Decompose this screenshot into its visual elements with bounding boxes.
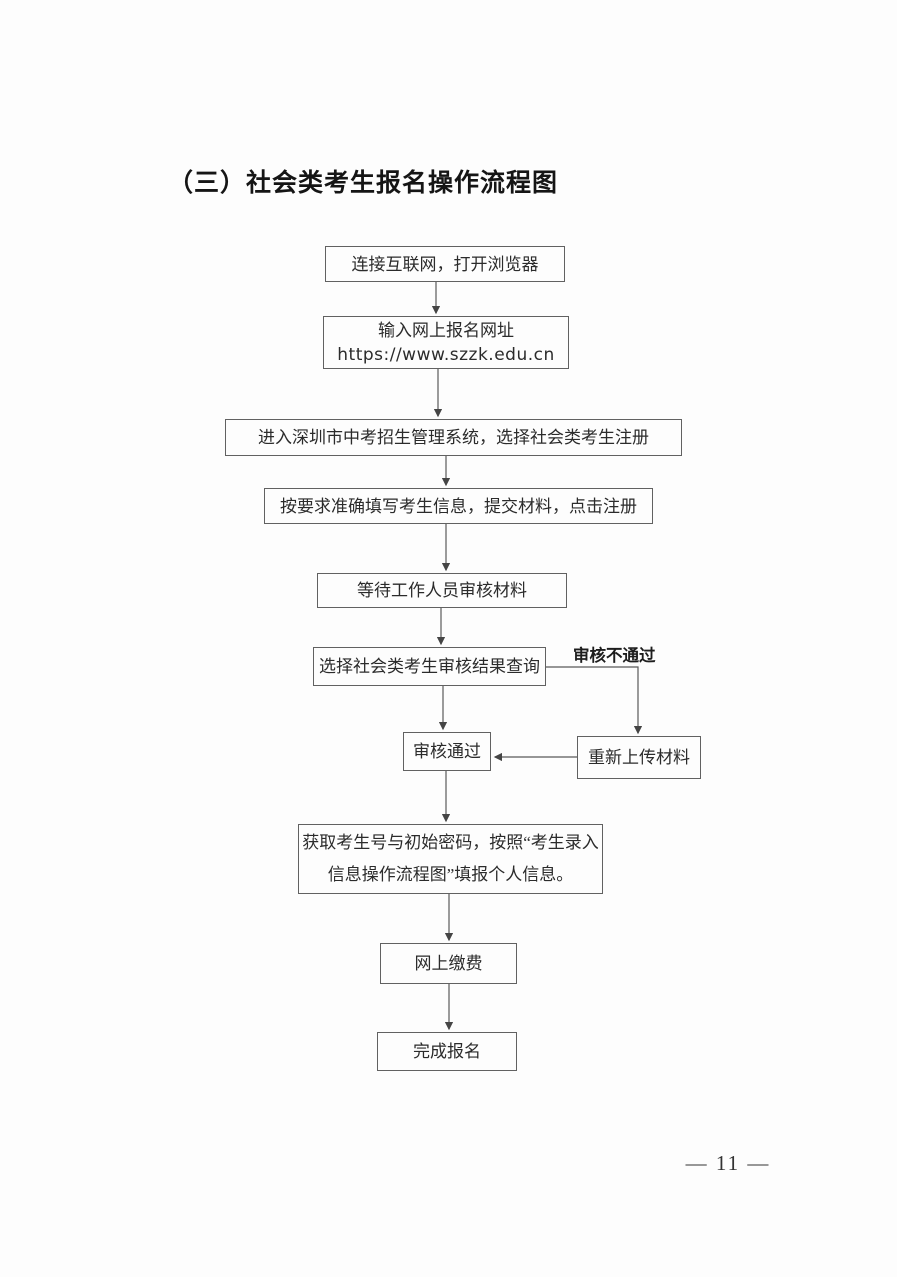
page-title: （三）社会类考生报名操作流程图	[168, 170, 559, 197]
node-line: 获取考生号与初始密码，按照“考生录入	[302, 833, 599, 852]
node-line: 等待工作人员审核材料	[357, 581, 527, 600]
node-line: 信息操作流程图”填报个人信息。	[327, 865, 574, 884]
node-line: 选择社会类考生审核结果查询	[319, 657, 540, 676]
node-line: 连接互联网，打开浏览器	[351, 254, 539, 274]
flow-node-fill-info-register: 按要求准确填写考生信息，提交材料，点击注册	[264, 488, 653, 524]
flow-node-reupload-materials: 重新上传材料	[577, 736, 701, 779]
flow-node-pay-online: 网上缴费	[380, 943, 517, 984]
flow-node-wait-review: 等待工作人员审核材料	[317, 573, 567, 608]
flow-node-finish-registration: 完成报名	[377, 1032, 517, 1071]
flow-node-connect-internet: 连接互联网，打开浏览器	[325, 246, 565, 282]
node-line: 审核通过	[413, 742, 481, 761]
flow-node-enter-url: 输入网上报名网址 https://www.szzk.edu.cn	[323, 316, 569, 369]
node-line: 输入网上报名网址	[378, 320, 514, 340]
page-number: — 11 —	[685, 1151, 771, 1175]
node-line: 重新上传材料	[588, 748, 690, 767]
node-line: 按要求准确填写考生信息，提交材料，点击注册	[280, 496, 637, 516]
flow-node-review-passed: 审核通过	[403, 732, 491, 771]
flow-node-get-credentials: 获取考生号与初始密码，按照“考生录入 信息操作流程图”填报个人信息。	[298, 824, 603, 894]
node-line: 进入深圳市中考招生管理系统，选择社会类考生注册	[258, 428, 649, 447]
node-line: 完成报名	[413, 1042, 481, 1061]
edge-label-review-failed: 审核不通过	[573, 646, 656, 665]
flow-node-select-result-query: 选择社会类考生审核结果查询	[313, 647, 546, 686]
flow-node-enter-system: 进入深圳市中考招生管理系统，选择社会类考生注册	[225, 419, 682, 456]
registration-url: https://www.szzk.edu.cn	[337, 344, 555, 365]
node-line: 网上缴费	[414, 954, 483, 973]
